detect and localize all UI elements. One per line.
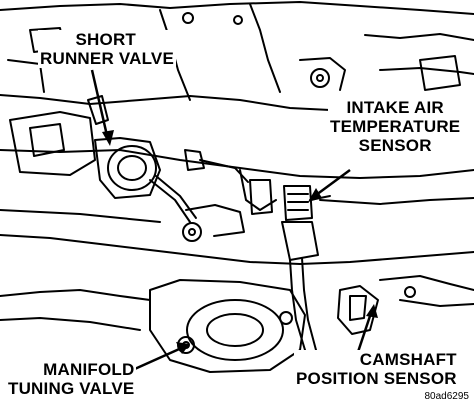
leader-manifold-tuning-valve xyxy=(127,344,187,374)
label-intake-air-temperature-sensor-line-2: TEMPERATURE xyxy=(330,117,461,136)
figure-reference-id: 80ad6295 xyxy=(423,391,470,402)
label-manifold-tuning-valve-line-2: TUNING VALVE xyxy=(8,379,135,398)
label-short-runner-valve-line-2: RUNNER VALVE xyxy=(40,49,175,68)
leader-arrowheads xyxy=(102,130,378,354)
engine-block-upper xyxy=(0,1,474,111)
manifold-tuning-valve xyxy=(0,279,306,373)
arrowhead-camshaft-position-sensor xyxy=(366,304,378,318)
arrowhead-intake-air-temperature-sensor xyxy=(308,188,322,202)
intake-air-temperature-sensor xyxy=(249,179,331,369)
label-manifold-tuning-valve-line-1: MANIFOLD xyxy=(43,360,135,379)
short-runner-valve-actuator xyxy=(9,95,249,242)
label-intake-air-temperature-sensor: INTAKE AIR TEMPERATURE SENSOR xyxy=(328,98,463,155)
leader-camshaft-position-sensor xyxy=(356,309,374,353)
intake-manifold xyxy=(0,149,474,265)
leader-short-runner-valve xyxy=(90,69,110,141)
label-intake-air-temperature-sensor-line-3: SENSOR xyxy=(358,136,432,155)
arrowhead-manifold-tuning-valve xyxy=(176,342,190,354)
label-manifold-tuning-valve: MANIFOLD TUNING VALVE xyxy=(6,360,137,398)
label-camshaft-position-sensor-line-1: CAMSHAFT xyxy=(359,350,457,369)
label-intake-air-temperature-sensor-line-1: INTAKE AIR xyxy=(346,98,444,117)
arrowhead-short-runner-valve xyxy=(102,130,114,146)
label-short-runner-valve: SHORT RUNNER VALVE xyxy=(38,30,177,68)
label-short-runner-valve-line-1: SHORT xyxy=(75,30,137,49)
label-camshaft-position-sensor-line-2: POSITION SENSOR xyxy=(296,369,457,388)
label-camshaft-position-sensor: CAMSHAFT POSITION SENSOR xyxy=(294,350,459,388)
camshaft-position-sensor xyxy=(337,275,474,335)
